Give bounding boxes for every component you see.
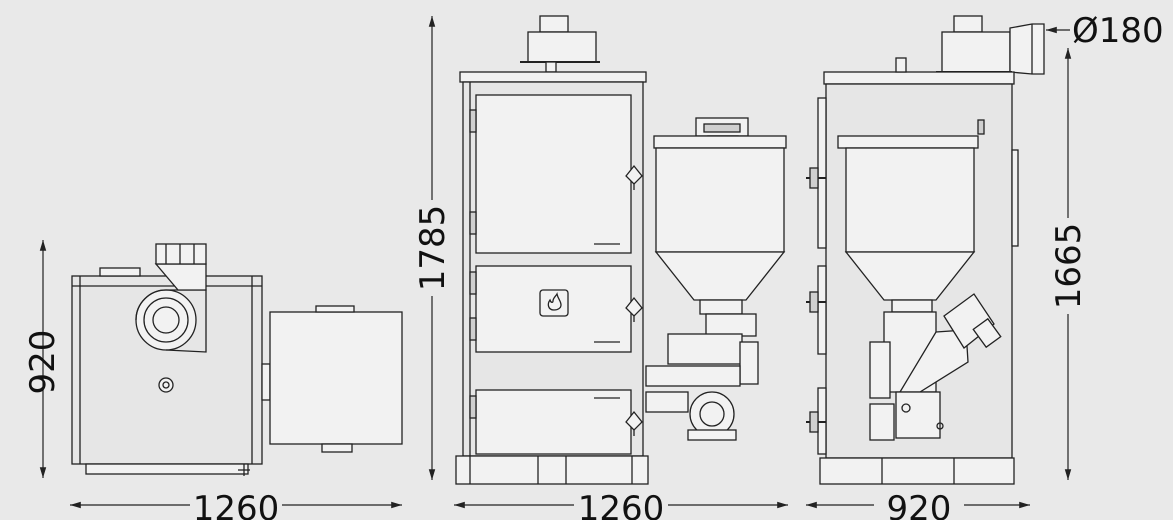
dimension-side-view-height: 1665 — [1049, 47, 1089, 480]
top-view-height-label: 920 — [23, 330, 63, 395]
front-view-height-label: 1785 — [413, 205, 453, 292]
lower-door — [475, 389, 632, 455]
dimension-top-view-height: 920 — [23, 240, 63, 478]
upper-door — [475, 94, 632, 254]
side-view-width-label: 920 — [887, 489, 952, 520]
flame-icon — [539, 289, 569, 317]
side-view — [806, 15, 1045, 485]
dimension-top-view-width: 1260 — [70, 488, 402, 520]
dimension-side-view-width: 920 — [806, 488, 1030, 520]
side-view-height-label: 1665 — [1049, 223, 1089, 310]
top-view — [71, 243, 403, 476]
dimension-front-view-height: 1785 — [413, 15, 453, 480]
front-view — [455, 15, 787, 485]
dimension-flue-diameter: Ø180 — [1046, 11, 1164, 51]
motor-icon — [943, 293, 1002, 349]
top-view-width-label: 1260 — [193, 489, 280, 520]
front-view-width-label: 1260 — [578, 489, 665, 520]
fan-icon — [135, 243, 207, 353]
door-handle-icon — [625, 164, 643, 436]
fan-icon — [687, 391, 737, 441]
flue-diameter-label: Ø180 — [1072, 11, 1164, 51]
dimension-front-view-width: 1260 — [454, 488, 788, 520]
